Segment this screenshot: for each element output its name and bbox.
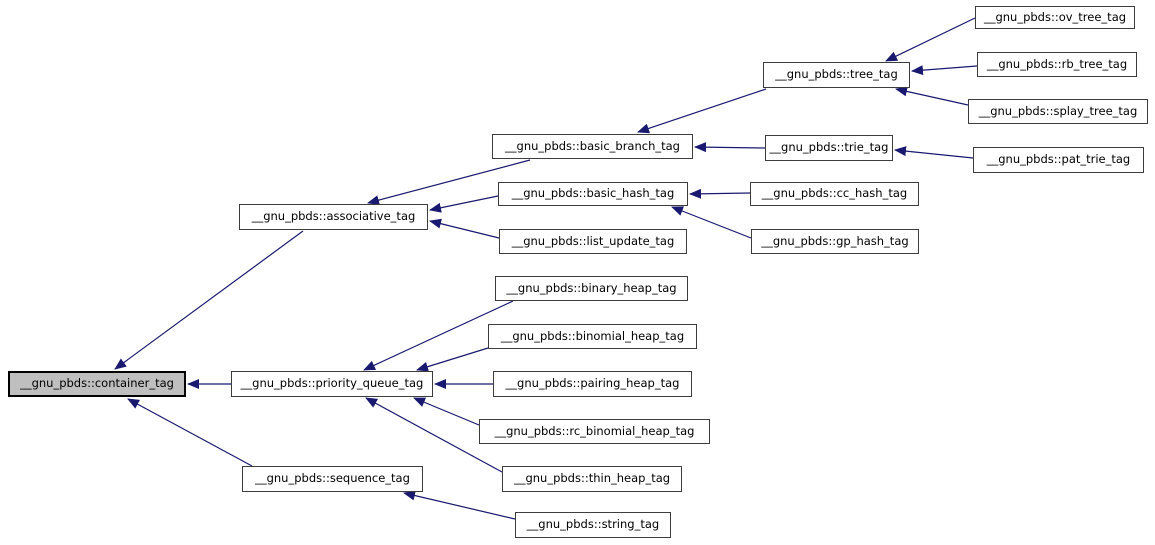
graph-node-cc_hash_tag[interactable]: __gnu_pbds::cc_hash_tag (750, 182, 919, 206)
inheritance-edge-binomial_heap_tag--priority_queue_tag (416, 347, 489, 372)
inheritance-edge-rc_binomial_heap_tag--priority_queue_tag (413, 397, 480, 426)
graph-node-label: __gnu_pbds::rc_binomial_heap_tag (494, 423, 695, 438)
graph-node-container_tag: __gnu_pbds::container_tag (8, 371, 186, 397)
graph-node-tree_tag[interactable]: __gnu_pbds::tree_tag (763, 62, 910, 88)
graph-node-label: __gnu_pbds::string_tag (526, 517, 660, 532)
graph-node-label: __gnu_pbds::basic_branch_tag (505, 138, 680, 153)
inheritance-edge-list_update_tag--associative_tag (429, 218, 500, 239)
graph-node-pat_trie_tag[interactable]: __gnu_pbds::pat_trie_tag (973, 147, 1144, 173)
graph-node-label: __gnu_pbds::splay_tree_tag (978, 103, 1138, 118)
graph-node-label: __gnu_pbds::associative_tag (251, 209, 416, 224)
graph-node-label: __gnu_pbds::list_update_tag (511, 233, 675, 248)
graph-node-sequence_tag[interactable]: __gnu_pbds::sequence_tag (242, 466, 423, 492)
graph-node-label: __gnu_pbds::binary_heap_tag (506, 280, 677, 295)
graph-node-gp_hash_tag[interactable]: __gnu_pbds::gp_hash_tag (751, 229, 919, 254)
inheritance-edge-pat_trie_tag--trie_tag (894, 146, 974, 159)
graph-node-priority_queue_tag[interactable]: __gnu_pbds::priority_queue_tag (231, 371, 433, 397)
graph-node-label: __gnu_pbds::tree_tag (775, 67, 898, 82)
inheritance-edge-associative_tag--container_tag (114, 230, 304, 370)
graph-node-list_update_tag[interactable]: __gnu_pbds::list_update_tag (499, 229, 687, 254)
inheritance-edge-ov_tree_tag--tree_tag (885, 17, 976, 62)
inheritance-edge-thin_heap_tag--priority_queue_tag (365, 397, 503, 473)
graph-node-label: __gnu_pbds::binomial_heap_tag (500, 328, 685, 343)
graph-node-label: __gnu_pbds::cc_hash_tag (761, 186, 908, 201)
inheritance-edge-gp_hash_tag--basic_hash_tag (671, 206, 752, 239)
graph-node-string_tag[interactable]: __gnu_pbds::string_tag (515, 512, 671, 538)
graph-node-basic_branch_tag[interactable]: __gnu_pbds::basic_branch_tag (492, 134, 693, 159)
graph-node-rc_binomial_heap_tag[interactable]: __gnu_pbds::rc_binomial_heap_tag (479, 419, 710, 444)
graph-node-label: __gnu_pbds::gp_hash_tag (761, 233, 909, 248)
graph-node-label: __gnu_pbds::ov_tree_tag (983, 9, 1127, 24)
graph-node-label: __gnu_pbds::pat_trie_tag (986, 152, 1131, 167)
graph-node-thin_heap_tag[interactable]: __gnu_pbds::thin_heap_tag (502, 466, 682, 492)
inheritance-edge-binary_heap_tag--priority_queue_tag (363, 300, 514, 371)
graph-node-label: __gnu_pbds::rb_tree_tag (986, 56, 1128, 71)
graph-node-label: __gnu_pbds::thin_heap_tag (513, 471, 671, 486)
graph-node-label: __gnu_pbds::pairing_heap_tag (505, 376, 680, 391)
graph-node-binary_heap_tag[interactable]: __gnu_pbds::binary_heap_tag (495, 276, 688, 301)
graph-node-label: __gnu_pbds::sequence_tag (255, 471, 410, 486)
graph-node-associative_tag[interactable]: __gnu_pbds::associative_tag (239, 204, 428, 230)
graph-node-basic_hash_tag[interactable]: __gnu_pbds::basic_hash_tag (498, 182, 688, 206)
graph-node-binomial_heap_tag[interactable]: __gnu_pbds::binomial_heap_tag (488, 324, 697, 349)
inheritance-edge-cc_hash_tag--basic_hash_tag (689, 188, 751, 199)
inheritance-edge-rb_tree_tag--tree_tag (911, 65, 978, 76)
graph-node-trie_tag[interactable]: __gnu_pbds::trie_tag (765, 135, 893, 161)
graph-node-label: __gnu_pbds::trie_tag (769, 140, 889, 155)
inheritance-edge-basic_hash_tag--associative_tag (429, 195, 499, 213)
graph-node-label: __gnu_pbds::basic_hash_tag (511, 186, 675, 201)
graph-node-ov_tree_tag[interactable]: __gnu_pbds::ov_tree_tag (975, 6, 1135, 29)
inheritance-edge-string_tag--sequence_tag (403, 490, 516, 520)
graph-node-pairing_heap_tag[interactable]: __gnu_pbds::pairing_heap_tag (493, 371, 692, 397)
inheritance-edge-tree_tag--basic_branch_tag (637, 88, 767, 134)
inheritance-edge-splay_tree_tag--tree_tag (895, 86, 969, 106)
graph-node-splay_tree_tag[interactable]: __gnu_pbds::splay_tree_tag (968, 99, 1148, 124)
graph-node-label: __gnu_pbds::container_tag (20, 376, 174, 391)
inheritance-edge-sequence_tag--container_tag (127, 398, 253, 467)
graph-node-label: __gnu_pbds::priority_queue_tag (240, 376, 424, 391)
inheritance-edge-basic_branch_tag--associative_tag (367, 159, 531, 206)
graph-node-rb_tree_tag[interactable]: __gnu_pbds::rb_tree_tag (977, 52, 1137, 77)
inheritance-edge-trie_tag--basic_branch_tag (694, 142, 766, 153)
